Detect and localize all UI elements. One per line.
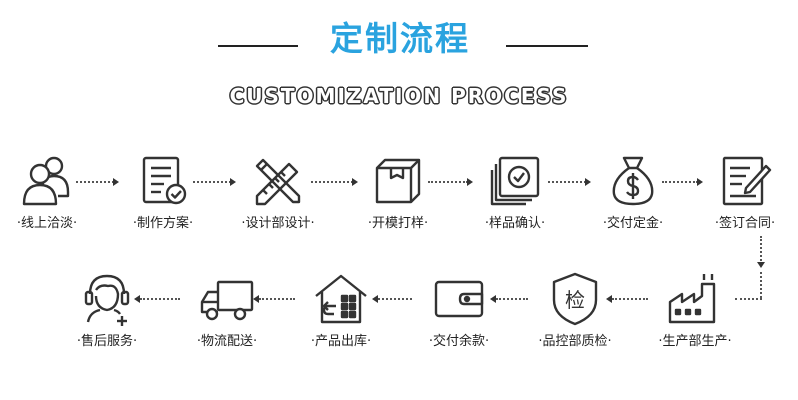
header: 定制流程 xyxy=(0,12,798,62)
arrow-right-icon xyxy=(467,178,473,186)
arrow-left-icon xyxy=(490,295,496,303)
badge-text: 检 xyxy=(565,288,585,312)
step-final-payment: ·交付余款· xyxy=(404,270,514,360)
step-label: ·线上洽淡· xyxy=(16,216,78,231)
step-sample-confirm: ·样品确认· xyxy=(460,152,570,242)
connector xyxy=(735,298,762,300)
connector xyxy=(76,181,114,183)
step-label: ·签订合同· xyxy=(714,216,776,231)
step-make-plan: ·制作方案· xyxy=(108,152,218,242)
step-quality-check: 检 ·品控部质检· xyxy=(520,270,630,360)
inspection-shield-icon: 检 xyxy=(546,270,604,328)
arrow-right-icon xyxy=(230,178,236,186)
step-online-consult: ·线上洽淡· xyxy=(0,152,102,242)
step-sign-contract: ·签订合同· xyxy=(690,152,798,242)
arrow-down-icon xyxy=(757,262,765,268)
checklist-icon xyxy=(134,152,192,210)
connector xyxy=(428,181,468,183)
box-icon xyxy=(369,152,427,210)
step-label: ·品控部质检· xyxy=(538,334,612,349)
step-mold-sample: ·开模打样· xyxy=(343,152,453,242)
connector-vertical xyxy=(760,236,762,264)
contract-sign-icon xyxy=(716,152,774,210)
customer-service-icon xyxy=(78,270,136,328)
arrow-right-icon xyxy=(113,178,119,186)
step-label: ·产品出库· xyxy=(310,334,372,349)
step-label: ·样品确认· xyxy=(484,216,546,231)
step-label: ·生产部生产· xyxy=(658,334,732,349)
step-production: ·生产部生产· xyxy=(640,270,750,360)
samples-check-icon xyxy=(486,152,544,210)
connector xyxy=(548,181,586,183)
step-outbound: ·产品出库· xyxy=(286,270,396,360)
step-label: ·售后服务· xyxy=(76,334,138,349)
step-label: ·制作方案· xyxy=(132,216,194,231)
connector xyxy=(193,181,231,183)
connector xyxy=(496,298,528,300)
step-label: ·物流配送· xyxy=(196,334,258,349)
connector-vertical xyxy=(760,272,762,298)
page-subtitle: CUSTOMIZATION PROCESS xyxy=(229,84,569,108)
connector xyxy=(612,298,648,300)
step-label: ·设计部设计· xyxy=(241,216,315,231)
step-after-sales: ·售后服务· xyxy=(52,270,162,360)
connector xyxy=(662,181,698,183)
connector xyxy=(311,181,353,183)
arrow-left-icon xyxy=(134,295,140,303)
arrow-right-icon xyxy=(697,178,703,186)
design-tools-icon xyxy=(249,152,307,210)
page-title: 定制流程 xyxy=(330,19,470,58)
warehouse-icon xyxy=(312,270,370,328)
arrow-right-icon xyxy=(585,178,591,186)
connector xyxy=(140,298,180,300)
connector xyxy=(378,298,412,300)
connector xyxy=(259,298,295,300)
arrow-left-icon xyxy=(253,295,259,303)
arrow-left-icon xyxy=(606,295,612,303)
step-deposit: ·交付定金· xyxy=(578,152,688,242)
truck-icon xyxy=(198,270,256,328)
step-label: ·交付余款· xyxy=(428,334,490,349)
step-logistics: ·物流配送· xyxy=(172,270,282,360)
step-label: ·交付定金· xyxy=(602,216,664,231)
arrow-left-icon xyxy=(372,295,378,303)
arrow-right-icon xyxy=(352,178,358,186)
title-divider-right xyxy=(506,45,588,47)
factory-icon xyxy=(666,270,724,328)
step-label: ·开模打样· xyxy=(367,216,429,231)
wallet-icon xyxy=(430,270,488,328)
title-divider-left xyxy=(218,45,298,47)
users-icon xyxy=(18,152,76,210)
step-design: ·设计部设计· xyxy=(223,152,333,242)
money-bag-icon xyxy=(604,152,662,210)
